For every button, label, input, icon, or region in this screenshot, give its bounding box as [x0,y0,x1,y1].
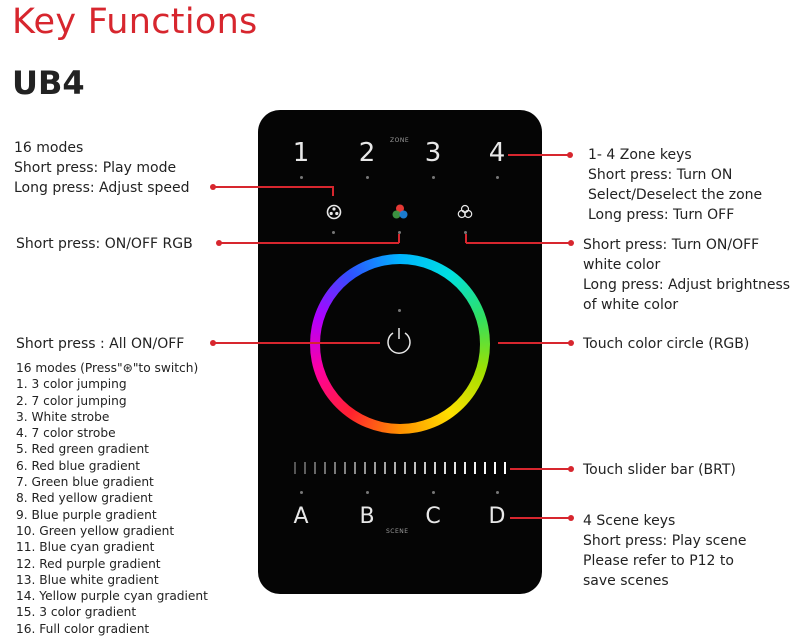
white-key-annotation: Short press: Turn ON/OFF white color Lon… [583,235,790,315]
annotation-line: Select/Deselect the zone [588,187,763,203]
white-led [464,231,467,234]
power-key-annotation: Short press : All ON/OFF [16,336,185,352]
mode-item: 16. Full color gradient [16,621,150,636]
zone-led-2 [366,176,369,179]
callout-line [213,342,380,344]
scene-key-d[interactable]: D [488,504,506,529]
annotation-line: Long press: Adjust speed [14,180,190,196]
scene-led-b [366,491,369,494]
callout-line [510,468,569,470]
scene-led-c [432,491,435,494]
mode-item: 9. Blue purple gradient [16,507,157,522]
scene-led-a [300,491,303,494]
annotation-line: Please refer to P12 to [583,553,734,569]
annotation-line: Long press: Turn OFF [588,207,735,223]
slider-annotation: Touch slider bar (BRT) [583,462,736,478]
mode-item: 3. White strobe [16,409,110,424]
mode-item: 12. Red purple gradient [16,556,161,571]
page-title: Key Functions [12,2,258,42]
callout-dot [568,340,574,346]
callout-line [465,234,467,243]
mode-item: 4. 7 color strobe [16,426,116,441]
annotation-line: save scenes [583,573,669,589]
modes-icon[interactable] [326,204,342,224]
mode-item: 14. Yellow purple cyan gradient [16,589,208,604]
scene-key-b[interactable]: B [359,504,375,529]
annotation-line: Short press: Play scene [583,533,747,549]
callout-line [510,517,569,519]
mode-item: 6. Red blue gradient [16,458,141,473]
zone-label: ZONE [390,137,410,144]
mode-item: 1. 3 color jumping [16,377,127,392]
annotation-line: of white color [583,297,679,313]
scene-led-d [496,491,499,494]
modes-list-header: 16 modes (Press"⊛"to switch) [16,361,199,375]
annotation-line: 4 Scene keys [583,513,676,529]
brightness-slider[interactable] [294,460,508,479]
mode-item: 7. Green blue gradient [16,475,154,490]
zone-led-4 [496,176,499,179]
scene-keys-annotation: 4 Scene keys Short press: Play scene Ple… [583,511,746,591]
zone-key-1[interactable]: 1 [292,138,310,168]
zone-key-3[interactable]: 3 [424,138,442,168]
callout-line [398,234,400,243]
scene-key-a[interactable]: A [293,504,309,529]
zone-key-4[interactable]: 4 [488,138,506,168]
modes-led [332,231,335,234]
callout-dot [568,240,574,246]
annotation-line: 16 modes [14,140,84,156]
zone-led-3 [432,176,435,179]
mode-item: 2. 7 color jumping [16,393,127,408]
mode-item: 8. Red yellow gradient [16,491,153,506]
mode-item: 11. Blue cyan gradient [16,540,155,555]
annotation-line: white color [583,257,661,273]
mode-item: 13. Blue white gradient [16,572,159,587]
color-circle-annotation: Touch color circle (RGB) [583,336,750,352]
rgb-key-annotation: Short press: ON/OFF RGB [16,236,193,252]
callout-line [498,342,569,344]
white-color-icon[interactable] [456,203,474,225]
callout-dot [567,152,573,158]
modes-items: 1. 3 color jumping 2. 7 color jumping 3.… [16,376,208,637]
callout-line [508,154,568,156]
zone-led-1 [300,176,303,179]
scene-key-c[interactable]: C [425,504,441,529]
rgb-led [398,231,401,234]
mode-item: 10. Green yellow gradient [16,523,175,538]
annotation-line: Short press: Turn ON [588,167,733,183]
mode-item: 15. 3 color gradient [16,605,137,620]
annotation-line: Long press: Adjust brightness [583,277,791,293]
callout-line [466,242,569,244]
modes-key-annotation: 16 modes Short press: Play mode Long pre… [14,138,190,198]
callout-line [219,242,399,244]
zone-keys-annotation: 1- 4 Zone keys Short press: Turn ON Sele… [588,145,762,225]
rgb-icon[interactable] [391,203,409,225]
annotation-line: Short press: Play mode [14,160,177,176]
zone-key-2[interactable]: 2 [358,138,376,168]
scene-label: SCENE [386,528,409,535]
mode-item: 5. Red green gradient [16,442,149,457]
callout-line [213,186,333,188]
control-panel: ZONE 1 2 3 4 [258,110,542,594]
power-led [398,309,401,312]
callout-dot [568,466,574,472]
model-name: UB4 [12,64,85,102]
annotation-line: 1- 4 Zone keys [588,147,692,163]
annotation-line: Short press: Turn ON/OFF [583,237,760,253]
callout-line [332,186,334,196]
color-circle[interactable] [310,254,490,434]
power-icon[interactable] [384,325,414,359]
modes-list: 16 modes (Press"⊛"to switch) 1. 3 color … [16,360,208,637]
callout-dot [568,515,574,521]
